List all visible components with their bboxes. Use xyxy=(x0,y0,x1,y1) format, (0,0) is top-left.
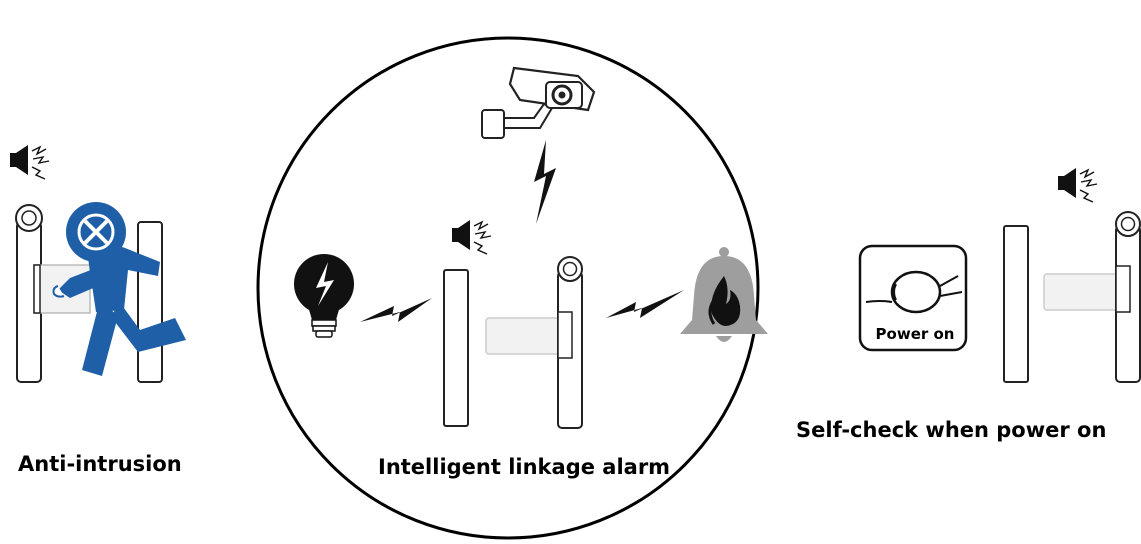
speaker-icon xyxy=(1057,167,1098,203)
cctv-camera-icon xyxy=(481,66,596,139)
power-on-label: Power on xyxy=(875,325,955,343)
self-check-caption: Self-check when power on xyxy=(796,418,1107,442)
anti-intrusion-panel xyxy=(9,144,186,383)
speaker-icon xyxy=(451,219,492,255)
self-check-panel xyxy=(858,167,1141,383)
turnstile-gate-icon xyxy=(443,256,583,429)
linkage-alarm-caption: Intelligent linkage alarm xyxy=(378,455,671,479)
intruder-figure-icon xyxy=(52,202,186,376)
light-bulb-icon xyxy=(294,254,354,338)
speaker-icon xyxy=(9,144,50,180)
lightning-bolt-icon xyxy=(606,290,684,318)
turnstile-gate-icon xyxy=(1003,211,1141,383)
panel-circle xyxy=(256,36,760,540)
linkage-alarm-panel xyxy=(256,36,768,540)
lightning-bolt-icon xyxy=(360,298,432,322)
fire-alarm-bell-icon xyxy=(680,247,768,342)
lightning-bolt-icon xyxy=(534,140,556,224)
forbidden-x-icon xyxy=(77,213,115,251)
power-plug-icon xyxy=(858,244,968,352)
anti-intrusion-caption: Anti-intrusion xyxy=(18,452,182,476)
